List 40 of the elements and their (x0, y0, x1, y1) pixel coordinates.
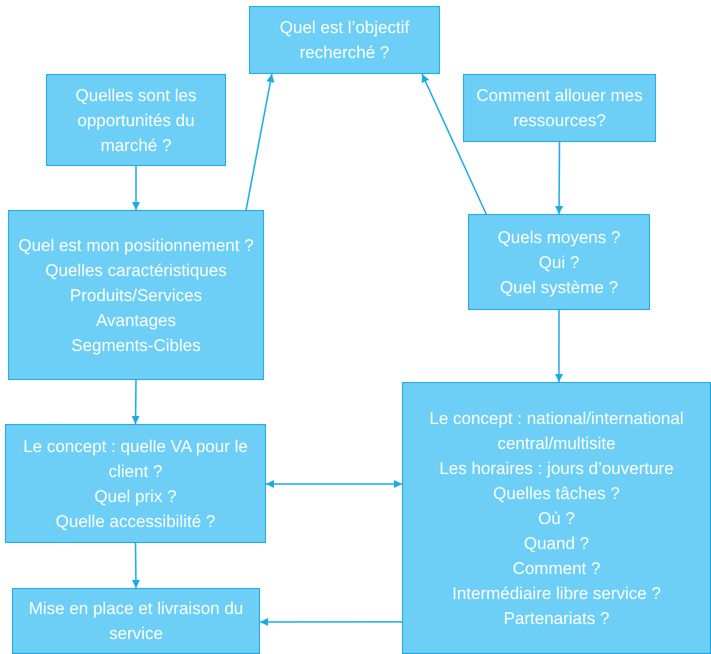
box-text: Le concept : quelle VA pour le client ? (22, 436, 249, 482)
box-text: Quelle accessibilité ? (56, 510, 216, 532)
question-box (12, 588, 260, 654)
arrow (266, 480, 402, 488)
box-text: Partenariats ? (504, 608, 610, 630)
box-text: Quelles tâches ? (493, 482, 620, 504)
arrow (554, 310, 563, 382)
arrow (555, 142, 564, 214)
box-text: Produits/Services (70, 284, 202, 306)
box-text: Comment ? (512, 558, 600, 580)
question-box (402, 382, 711, 654)
box-text: Qui ? (538, 252, 580, 274)
box-text: Quel est mon positionnement ? (18, 234, 254, 256)
question-box (468, 214, 650, 310)
box-text: Quand ? (524, 532, 590, 554)
box-text: Quel prix ? (94, 486, 177, 508)
box-text: Avantages (96, 310, 176, 332)
arrow (260, 618, 402, 626)
arrow (245, 74, 274, 210)
question-box (8, 210, 264, 380)
box-text: Quel système ? (500, 276, 618, 298)
question-box (463, 74, 656, 142)
box-text: Mise en place et livraison du service (28, 598, 244, 645)
arrow (132, 543, 140, 588)
question-box (46, 74, 226, 166)
box-text: Quel est l’objectif recherché ? (278, 17, 410, 64)
box-text: Comment allouer mes ressources? (475, 85, 644, 132)
box-text: Quelles caractéristiques (45, 260, 227, 282)
box-text: Quels moyens ? (498, 226, 620, 248)
box-text: Le concept : national/international central/multisite (428, 408, 685, 454)
arrow (421, 74, 487, 214)
box-text: Quelles sont les opportunités du marché ? (74, 84, 198, 156)
box-text: Segments-Cibles (71, 334, 201, 356)
arrow (132, 380, 140, 424)
box-text: Où ? (538, 508, 575, 530)
box-text: Les horaires : jours d’ouverture (439, 458, 674, 480)
question-box (5, 424, 266, 543)
arrow (132, 166, 140, 210)
box-text: Intermédiaire libre service ? (452, 582, 661, 604)
question-box (249, 6, 440, 74)
